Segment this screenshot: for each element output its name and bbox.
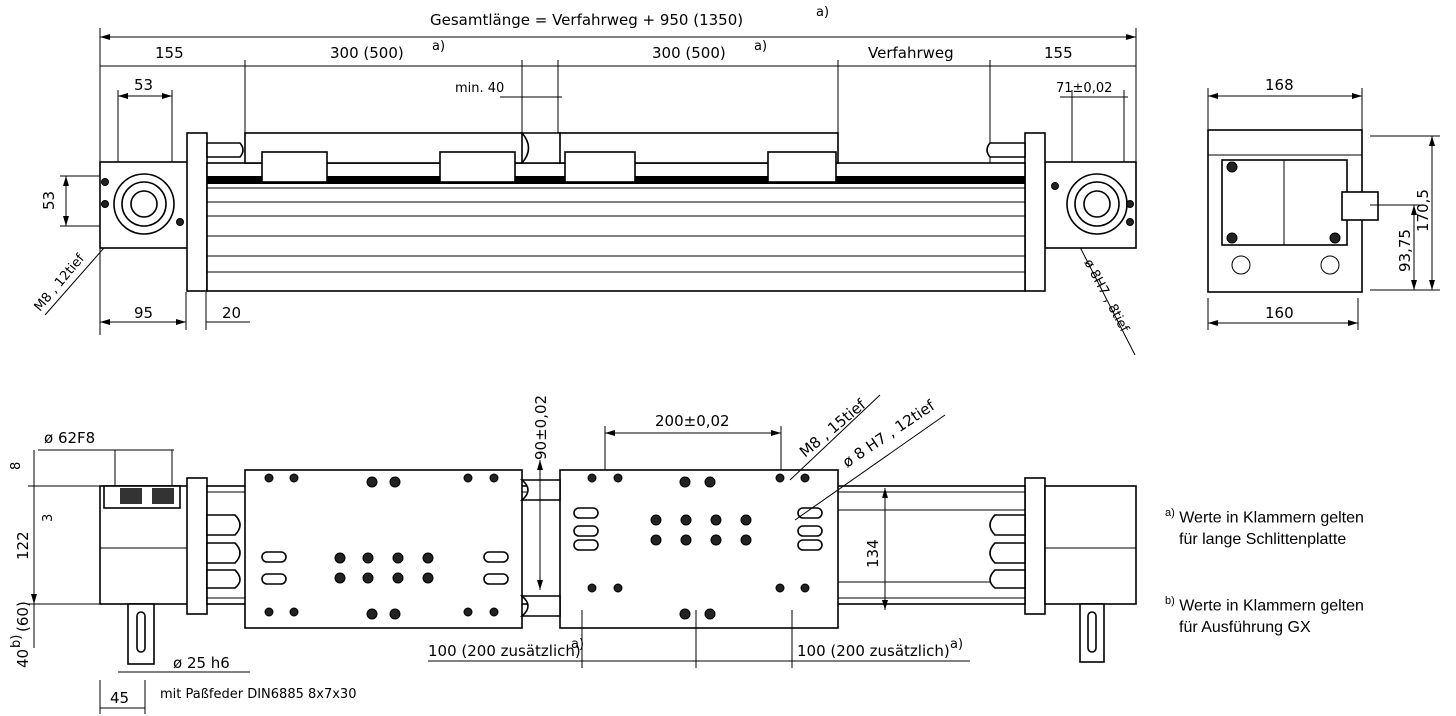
dim-45: 45 bbox=[110, 689, 129, 707]
dim-100-left: 100 (200 zusätzlich) bbox=[428, 642, 581, 660]
total-length-sup: a) bbox=[816, 5, 829, 20]
note-a-mark: a) bbox=[1165, 507, 1175, 519]
dim-3: 3 bbox=[41, 514, 56, 522]
dim-20: 20 bbox=[222, 304, 241, 322]
right-cap bbox=[1024, 132, 1046, 292]
side-view: 168 170,5 93,75 160 bbox=[1207, 76, 1440, 330]
total-length-label: Gesamtlänge = Verfahrweg + 950 (1350) bbox=[430, 11, 743, 29]
plate-right bbox=[559, 469, 839, 629]
note-b-line2: für Ausführung GX bbox=[1179, 619, 1311, 637]
top-view: Gesamtlänge = Verfahrweg + 950 (1350) a)… bbox=[32, 5, 1137, 356]
note-b-line1: Werte in Klammern gelten bbox=[1179, 597, 1364, 615]
dim-300-left-sup: a) bbox=[432, 39, 445, 54]
note-a: a) Werte in Klammern gelten für lange Sc… bbox=[1165, 502, 1364, 551]
plate-left bbox=[244, 469, 523, 629]
dim-100-right: 100 (200 zusätzlich) bbox=[797, 642, 950, 660]
key-spec: mit Paßfeder DIN6885 8x7x30 bbox=[160, 687, 356, 702]
dim-40-sup: b) bbox=[9, 635, 24, 648]
dim-200: 200±0,02 bbox=[655, 412, 730, 430]
note-a-line2: für lange Schlittenplatte bbox=[1179, 531, 1347, 549]
dim-40: 40 bbox=[14, 649, 32, 668]
note-a-line1: Werte in Klammern gelten bbox=[1179, 509, 1364, 527]
dim-168: 168 bbox=[1265, 76, 1294, 94]
dim-300-left: 300 (500) bbox=[330, 44, 404, 62]
dim-53h: 53 bbox=[134, 76, 153, 94]
m8-thread-label: M8 , 12tief bbox=[32, 251, 89, 314]
dim-8: 8 bbox=[9, 462, 24, 470]
pin-hole-label: ø 8H7 , 8tief bbox=[1080, 257, 1131, 335]
plate-holes bbox=[261, 473, 823, 620]
dim-155-right: 155 bbox=[1044, 44, 1073, 62]
right-housing bbox=[1044, 485, 1137, 605]
dim-160: 160 bbox=[1265, 304, 1294, 322]
dim-100-left-sup: a) bbox=[571, 637, 584, 652]
shaft-dia-62: ø 62F8 bbox=[44, 429, 95, 447]
left-cap bbox=[186, 132, 208, 292]
dim-155-left: 155 bbox=[155, 44, 184, 62]
shaft-25: ø 25 h6 bbox=[173, 654, 230, 672]
note-b: b) Werte in Klammern gelten für Ausführu… bbox=[1165, 590, 1364, 639]
dim-95: 95 bbox=[134, 304, 153, 322]
dim-min40: min. 40 bbox=[455, 81, 504, 96]
dim-122: 122 bbox=[14, 531, 32, 560]
dim-40-paren: (60) bbox=[14, 601, 32, 632]
dim-71: 71±0,02 bbox=[1056, 81, 1112, 96]
bottom-view: ø 62F8 8 3 122 40 b) (60) bbox=[9, 394, 1137, 714]
dim-170: 170,5 bbox=[1414, 189, 1432, 232]
dim-100-right-sup: a) bbox=[950, 637, 963, 652]
dim-verfahrweg: Verfahrweg bbox=[868, 44, 954, 62]
note-b-mark: b) bbox=[1165, 595, 1175, 607]
dim-134: 134 bbox=[864, 539, 882, 568]
dim-300-right-sup: a) bbox=[754, 39, 767, 54]
dim-53v: 53 bbox=[40, 191, 58, 210]
dim-300-right: 300 (500) bbox=[652, 44, 726, 62]
dim-90: 90±0,02 bbox=[532, 395, 550, 460]
dim-93: 93,75 bbox=[1396, 229, 1414, 272]
